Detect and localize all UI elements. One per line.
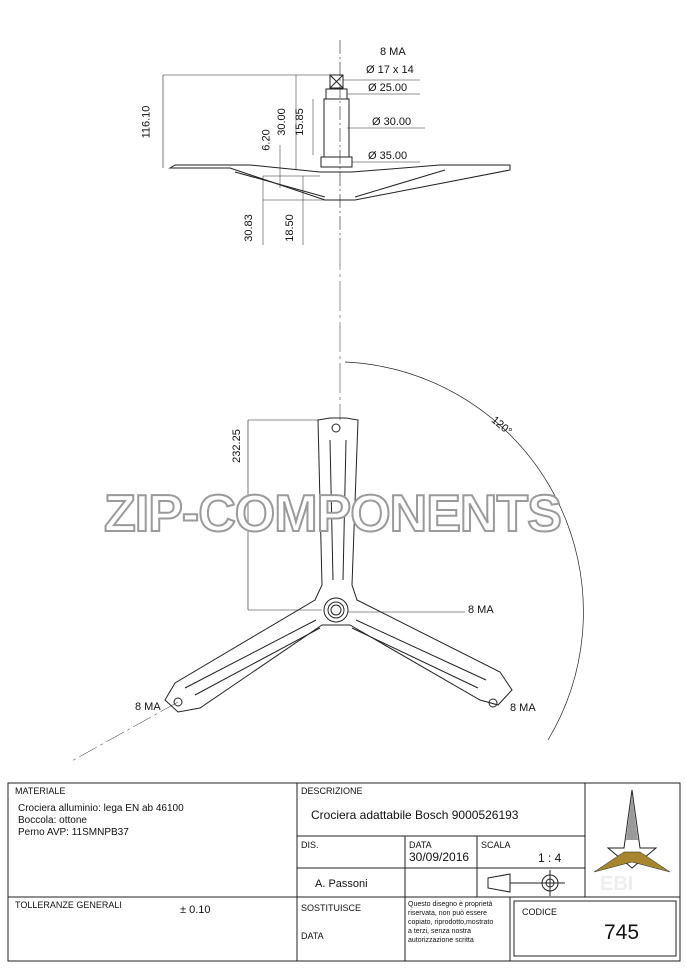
dim-d30: Ø 30.00 <box>372 116 412 128</box>
dim-square: Ø 17 x 14 <box>366 64 414 76</box>
dim-1850: 18.50 <box>283 214 296 242</box>
descrizione: Crociera adattabile Bosch 9000526193 <box>311 808 519 822</box>
notice: Questo disegno è proprietà riservata, no… <box>408 900 493 945</box>
angle-arc <box>344 361 584 741</box>
dim-116: 116.10 <box>140 105 153 139</box>
scala-value: 1 : 4 <box>538 851 562 865</box>
dim-d25: Ø 25.00 <box>368 82 408 94</box>
dim-30: 30.00 <box>275 108 288 136</box>
data2-label: DATA <box>301 931 324 941</box>
square-head <box>329 74 344 89</box>
author: A. Passoni <box>315 878 368 890</box>
dim-d35: Ø 35.00 <box>368 150 408 162</box>
materiale-line-2: Boccola: ottone <box>18 815 87 826</box>
codice-value: 745 <box>604 921 640 944</box>
materiale-line-1: Crociera alluminio: lega EN ab 46100 <box>18 803 184 814</box>
shaft-d35 <box>320 156 353 168</box>
shaft-d25 <box>325 88 348 100</box>
notice-line: copiato, riprodotto,mostrato <box>408 919 494 926</box>
dim-3083: 30.83 <box>242 214 255 242</box>
dim-thread-right: 8 MA <box>510 702 536 714</box>
logo-text: EBI <box>600 873 634 895</box>
shaft-d30 <box>323 98 350 158</box>
data-label: DATA <box>409 840 432 850</box>
notice-line: Questo disegno è proprietà <box>408 901 493 908</box>
notice-line: a terzi, senza nostra <box>408 928 472 935</box>
notice-line: riservata, non può essere <box>408 910 487 917</box>
materiale-label: MATERIALE <box>15 786 66 796</box>
spider-top-view <box>164 417 513 713</box>
title-block-frame <box>7 782 681 962</box>
dim-1585: 15.85 <box>293 108 306 136</box>
materiale-line-3: Perno AVP: 11SMNPB37 <box>18 827 129 838</box>
notice-line: autorizzazione scritta <box>408 937 474 944</box>
codice-label: CODICE <box>522 907 558 917</box>
watermark: ZIP-COMPONENTS <box>103 484 563 544</box>
dim-23225: 232.25 <box>230 429 243 463</box>
ebi-logo <box>593 789 671 873</box>
dim-thread-top: 8 MA <box>380 46 406 58</box>
dim-620: 6.20 <box>260 129 273 151</box>
spider-profile <box>168 164 511 201</box>
tolleranze-value: ± 0.10 <box>180 904 211 916</box>
sostituisce-label: SOSTITUISCE <box>301 903 362 913</box>
scala-label: SCALA <box>481 840 511 850</box>
dim-thread-left: 8 MA <box>135 701 161 713</box>
data-value: 30/09/2016 <box>409 850 470 864</box>
dim-thread-center: 8 MA <box>468 604 494 616</box>
tolleranze-label: TOLLERANZE GENERALI <box>15 900 122 910</box>
dis-label: DIS. <box>301 840 319 850</box>
descrizione-label: DESCRIZIONE <box>301 786 363 796</box>
